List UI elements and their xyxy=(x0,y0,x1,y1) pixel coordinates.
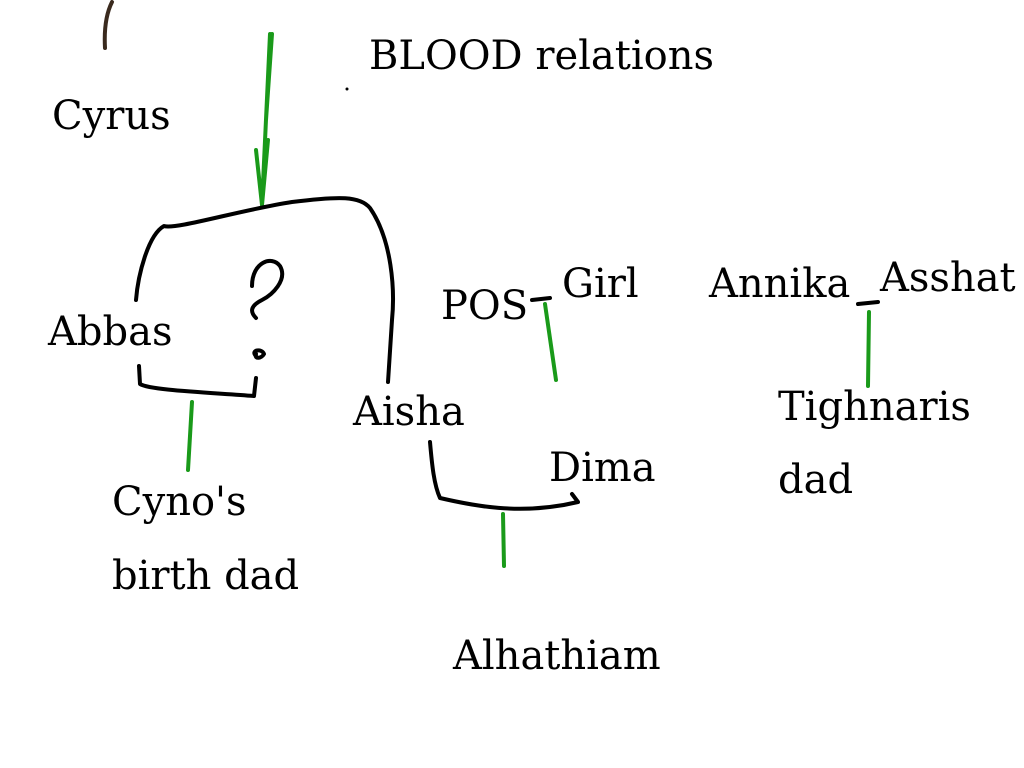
cyrus-children-arc xyxy=(134,196,395,384)
child-cyno-line2: birth dad xyxy=(112,553,300,599)
name-aisha: Aisha xyxy=(353,389,465,435)
aisha-dima-child-line xyxy=(501,512,506,568)
pos-girl-child-line xyxy=(543,302,558,382)
pos-girl-connector xyxy=(530,296,552,302)
annika-asshat-connector xyxy=(856,300,880,306)
name-dima: Dima xyxy=(549,445,656,491)
child-cyno-line1: Cyno's xyxy=(112,479,247,525)
question-mark-dot xyxy=(252,348,266,360)
name-abbas: Abbas xyxy=(48,309,173,355)
annika-asshat-child-line xyxy=(866,310,871,388)
aisha-dima-union-bracket xyxy=(428,440,580,511)
cyrus-descent-arrow xyxy=(254,32,274,207)
child-tighnaris-line2: dad xyxy=(778,457,854,503)
child-alhathiam: Alhathiam xyxy=(453,633,661,679)
brown-stroke xyxy=(102,0,114,50)
title-label: BLOOD relations xyxy=(369,33,714,79)
abbas-union-bracket xyxy=(137,364,258,398)
abbas-child-line xyxy=(186,400,194,472)
stray-dot xyxy=(345,87,349,91)
name-girl: Girl xyxy=(562,261,639,307)
child-tighnaris-line1: Tighnaris xyxy=(778,384,971,430)
name-asshat: Asshat xyxy=(880,255,1016,301)
name-pos: POS xyxy=(441,283,529,329)
name-cyrus: Cyrus xyxy=(52,93,171,139)
name-annika: Annika xyxy=(709,261,851,307)
question-mark-curve xyxy=(250,259,284,320)
